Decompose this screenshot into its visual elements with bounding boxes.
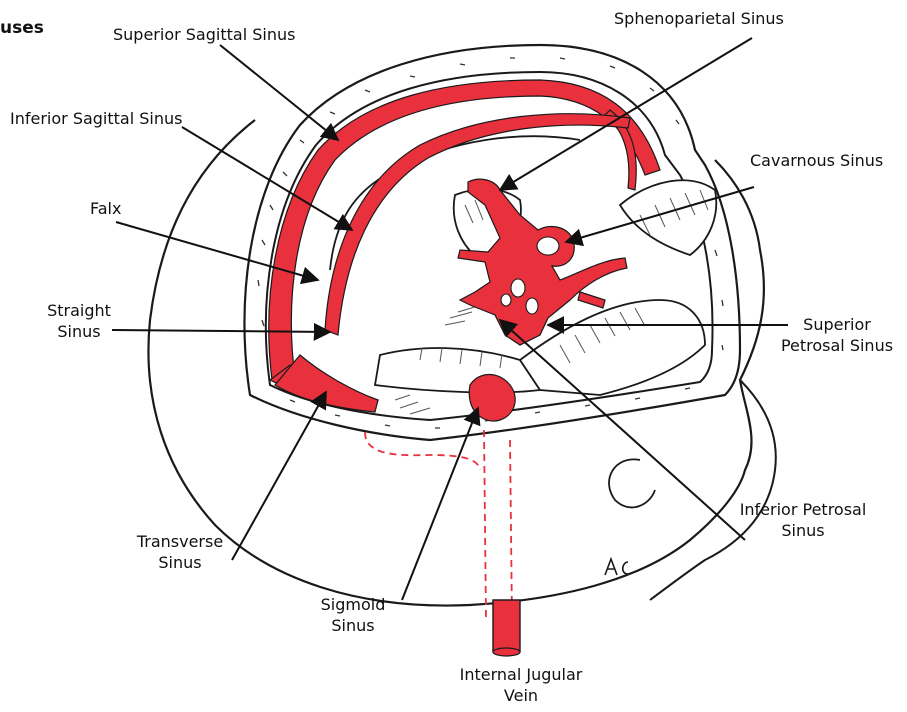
- label-sigmoid-line2: Sinus: [310, 615, 396, 636]
- label-sphenoparietal-sinus: Sphenoparietal Sinus: [614, 8, 784, 29]
- label-superior-petrosal-line1: Superior: [772, 314, 902, 335]
- label-inferior-petrosal-sinus: Inferior Petrosal Sinus: [728, 499, 878, 541]
- label-straight-sinus: Straight Sinus: [46, 300, 112, 342]
- label-sigmoid-sinus: Sigmold Sinus: [310, 594, 396, 636]
- label-sigmoid-line1: Sigmold: [310, 594, 396, 615]
- label-superior-sagittal-sinus: Superior Sagittal Sinus: [113, 24, 295, 45]
- face-outline: [650, 380, 776, 600]
- dashed-course: [365, 430, 512, 620]
- label-transverse-line2: Sinus: [126, 552, 234, 573]
- label-transverse-line1: Transverse: [126, 531, 234, 552]
- internal-jugular-vein: [493, 600, 520, 655]
- label-straight-line2: Sinus: [46, 321, 112, 342]
- label-superior-petrosal-sinus: Superior Petrosal Sinus: [772, 314, 902, 356]
- label-inferior-sagittal-sinus: Inferior Sagittal Sinus: [10, 108, 182, 129]
- label-inferior-petrosal-line1: Inferior Petrosal: [728, 499, 878, 520]
- label-jugular-line2: Vein: [446, 685, 596, 706]
- label-inferior-petrosal-line2: Sinus: [728, 520, 878, 541]
- label-superior-petrosal-line2: Petrosal Sinus: [772, 335, 902, 356]
- label-cavernous-sinus: Cavarnous Sinus: [750, 150, 883, 171]
- diagram-title: uses: [0, 18, 44, 39]
- label-straight-line1: Straight: [46, 300, 112, 321]
- label-transverse-sinus: Transverse Sinus: [126, 531, 234, 573]
- label-internal-jugular-vein: Internal Jugular Vein: [446, 664, 596, 706]
- label-falx: Falx: [90, 198, 121, 219]
- ear-outline: [609, 459, 655, 507]
- label-jugular-line1: Internal Jugular: [446, 664, 596, 685]
- artist-mark: [605, 559, 628, 575]
